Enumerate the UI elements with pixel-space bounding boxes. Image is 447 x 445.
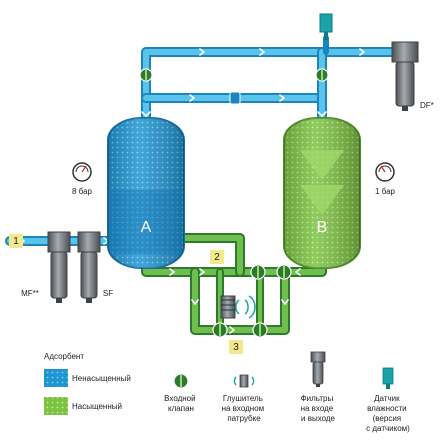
valve-icon	[315, 68, 329, 82]
humidity-sensor-icon	[319, 13, 333, 40]
humidity-sensor-icon	[382, 367, 394, 389]
tower-a: A	[107, 117, 185, 269]
legend-inlet-valve-line1: Входной	[164, 394, 195, 403]
filter-mf	[47, 231, 71, 303]
legend-sensor-line3: (версия	[373, 414, 402, 423]
legend-saturated-label: Насыщенный	[72, 402, 122, 411]
filter-mf-label: MF**	[21, 289, 39, 298]
legend-sensor-line1: Датчик	[374, 394, 400, 403]
valve-icon	[250, 264, 266, 280]
valves	[139, 68, 329, 338]
legend-inlet-valve-line2: клапан	[168, 404, 194, 413]
tower-a-pressure: 8 бар	[72, 187, 93, 196]
legend-filters-line1: Фильтры	[301, 394, 334, 403]
legend-filters-line2: на входе	[301, 404, 334, 413]
silencer-icon	[220, 295, 256, 319]
check-valve-icon	[229, 91, 241, 105]
badge-inlet-number: 1	[13, 236, 19, 247]
legend-swatch-unsaturated	[44, 369, 68, 387]
legend-silencer-line1: Глушитель	[223, 394, 263, 403]
badge-silencer-number: 3	[233, 342, 239, 353]
badge-valves-number: 2	[214, 252, 220, 263]
valve-icon	[252, 322, 268, 338]
legend-silencer-line2: на входном	[222, 404, 265, 413]
legend: Адсорбент Ненасыщенный Насыщенный Входно…	[44, 351, 410, 433]
legend-sensor-label: Датчик влажности (версия с датчиком)	[366, 394, 410, 433]
tower-a-label: A	[141, 219, 152, 236]
tower-b-pressure: 1 бар	[375, 187, 396, 196]
filter-sf-label: SF	[103, 289, 113, 298]
filter-df-label: DF*	[420, 101, 434, 110]
legend-inlet-valve-label: Входной клапан	[164, 394, 198, 413]
legend-sensor-line2: влажности	[367, 404, 407, 413]
gauge-icon	[72, 162, 92, 182]
legend-sensor-line4: с датчиком)	[366, 424, 410, 433]
legend-silencer-line3: патрубке	[227, 414, 261, 423]
legend-silencer-label: Глушитель на входном патрубке	[222, 394, 267, 423]
badge-inlet: 1	[9, 234, 23, 248]
legend-title: Адсорбент	[44, 352, 84, 361]
valve-icon	[212, 322, 228, 338]
badge-valves: 2	[210, 250, 224, 264]
filter-sf	[77, 231, 101, 303]
valve-icon	[173, 373, 189, 389]
valve-icon	[276, 264, 292, 280]
tower-b-label: B	[317, 219, 328, 236]
valve-icon	[139, 68, 153, 82]
filter-df	[391, 41, 419, 111]
tower-b: B	[283, 117, 361, 269]
legend-swatch-saturated	[44, 397, 68, 415]
legend-filters-line3: и выходе	[301, 414, 336, 423]
filter-icon	[310, 351, 326, 387]
gauge-icon	[375, 162, 395, 182]
badge-silencer: 3	[229, 340, 243, 354]
silencer-icon	[233, 374, 255, 388]
legend-filters-label: Фильтры на входе и выходе	[301, 394, 336, 423]
legend-unsaturated-label: Ненасыщенный	[72, 374, 131, 383]
